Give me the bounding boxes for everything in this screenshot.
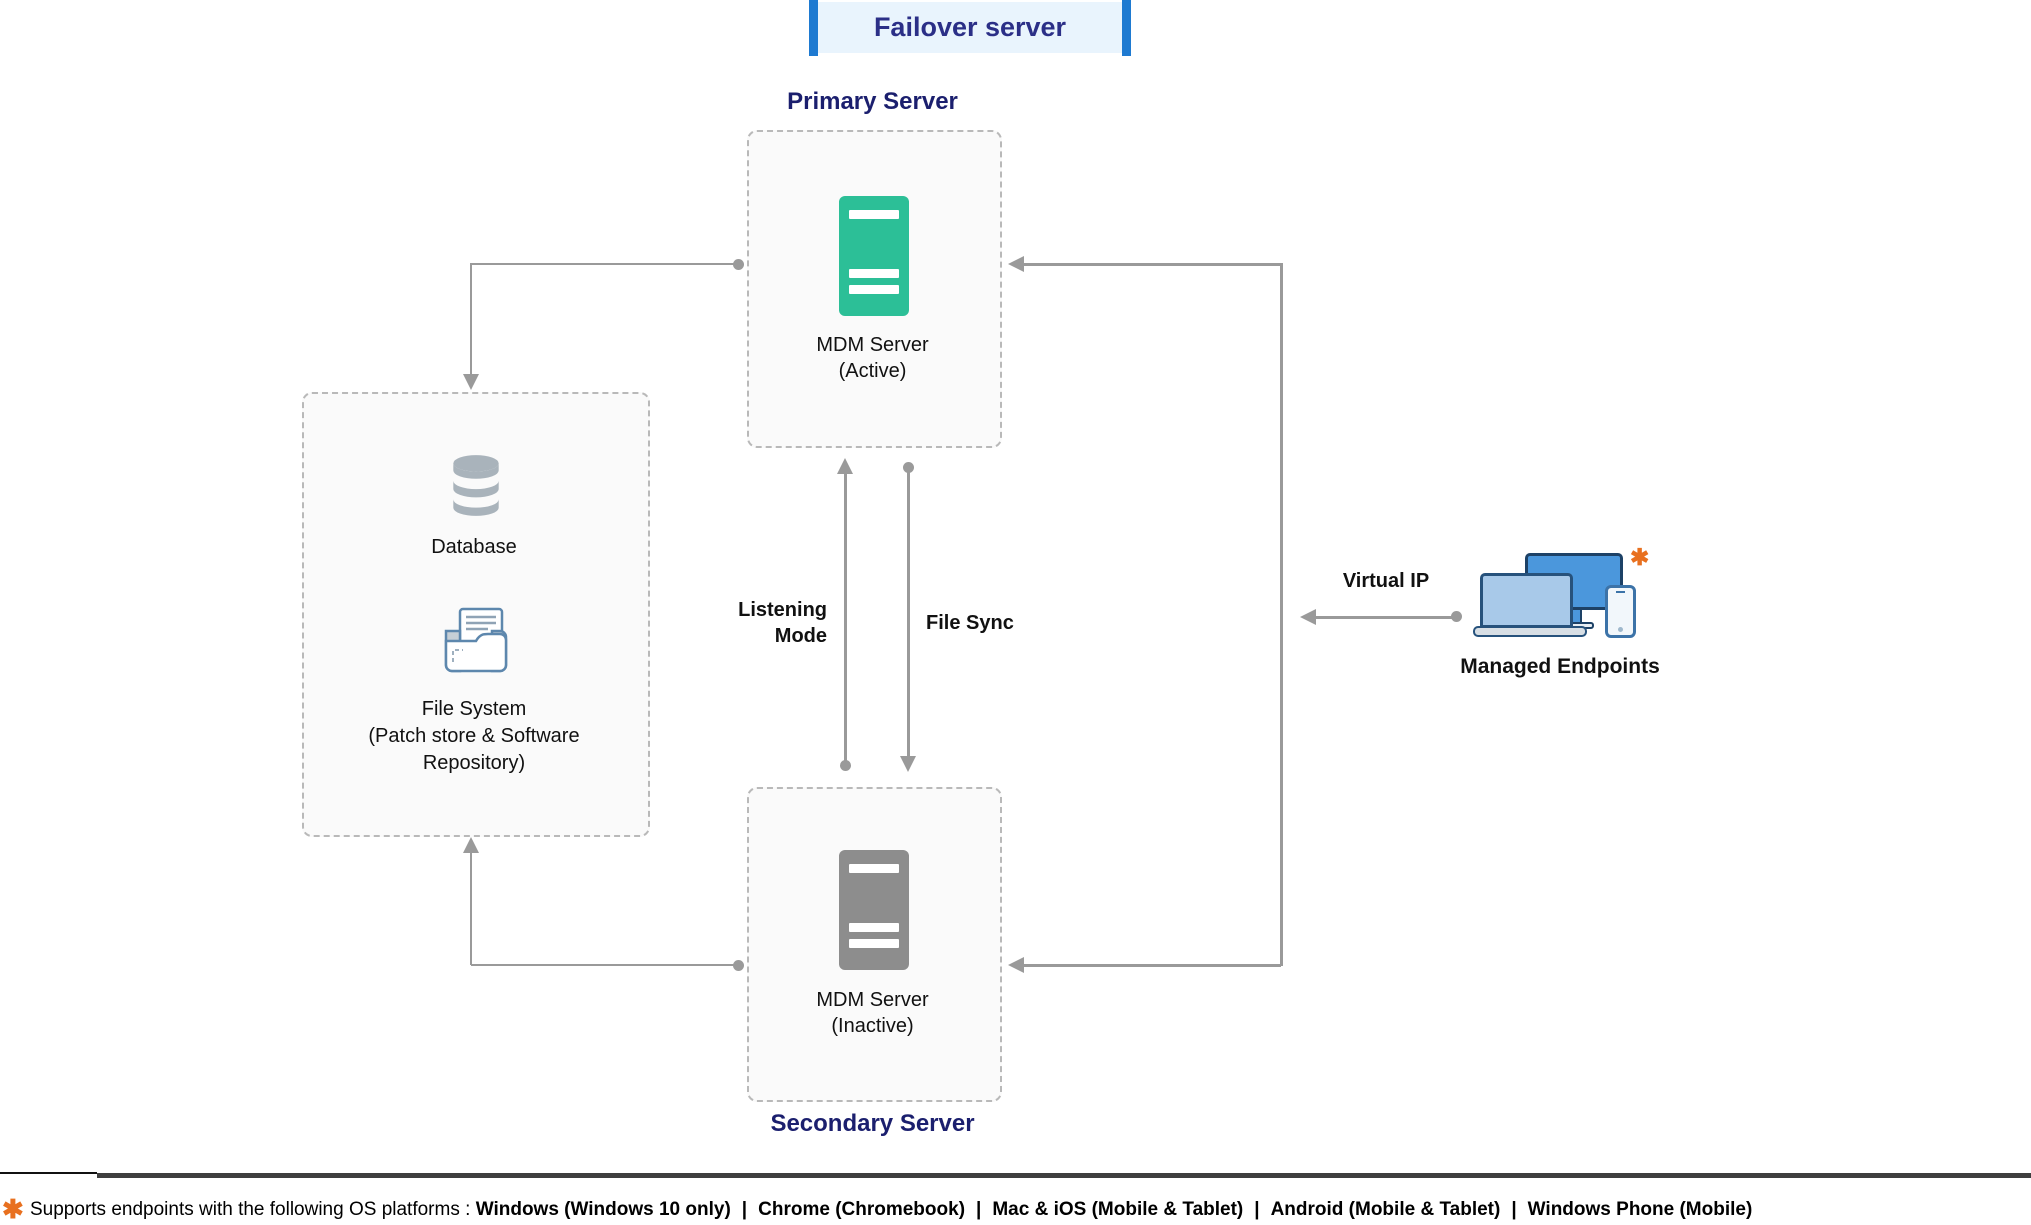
file-sync-line xyxy=(907,472,910,756)
connector-primary-to-storage-v xyxy=(470,263,472,374)
arrowhead-into-storage-bottom xyxy=(463,837,479,853)
database-icon xyxy=(453,455,499,516)
arrowhead-into-storage-top xyxy=(463,374,479,390)
server-icon-active xyxy=(839,196,909,316)
arrowhead-into-primary xyxy=(1008,256,1024,272)
server-slot xyxy=(849,923,899,932)
virtual-ip-label: Virtual IP xyxy=(1342,570,1430,592)
banner-right-bar xyxy=(1122,0,1131,56)
secondary-server-box: MDM Server (Inactive) xyxy=(747,787,1002,1102)
trunk-to-secondary-line xyxy=(1024,964,1281,967)
managed-endpoints-icons: ✱ xyxy=(1470,544,1670,644)
connector-dot xyxy=(733,259,744,270)
footer-platform: Android (Mobile & Tablet) xyxy=(1270,1199,1501,1220)
file-system-line2: (Patch store & Software xyxy=(368,725,580,747)
server-icon-inactive xyxy=(839,850,909,970)
trunk-to-primary-line xyxy=(1024,263,1281,266)
listening-mode-line2: Mode xyxy=(774,625,827,647)
endpoints-trunk-line xyxy=(1280,263,1283,966)
arrowhead-file-sync xyxy=(900,756,916,772)
connector-dot xyxy=(840,760,851,771)
mdm-inactive-line2: (Inactive) xyxy=(831,1015,914,1037)
connector-dot xyxy=(733,960,744,971)
virtual-ip-line xyxy=(1316,616,1452,619)
arrowhead-listening-mode xyxy=(837,458,853,474)
connector-dot xyxy=(1451,611,1462,622)
server-slot xyxy=(849,269,899,278)
mdm-active-line2: (Active) xyxy=(838,360,907,382)
banner-title: Failover server xyxy=(818,2,1122,53)
footer-separator: | xyxy=(741,1199,748,1220)
secondary-server-heading: Secondary Server xyxy=(770,1110,975,1137)
footer-separator: | xyxy=(1254,1199,1260,1220)
server-slot xyxy=(849,864,899,873)
connector-secondary-to-storage-h xyxy=(471,964,737,966)
database-label: Database xyxy=(431,536,517,558)
laptop-base xyxy=(1473,626,1587,637)
footer-prefix: Supports endpoints with the following OS… xyxy=(30,1199,476,1220)
footer-platform: Chrome (Chromebook) xyxy=(758,1199,966,1220)
footer-rule-thin xyxy=(0,1172,97,1174)
footer-rule-thick xyxy=(97,1173,2031,1178)
server-slot xyxy=(849,285,899,294)
connector-primary-to-storage-h xyxy=(471,263,737,265)
mdm-active-label: MDM Server (Active) xyxy=(749,332,996,384)
phone-speaker xyxy=(1616,591,1625,593)
primary-server-box: MDM Server (Active) xyxy=(747,130,1002,448)
phone-icon xyxy=(1605,585,1636,638)
file-system-line3: Repository) xyxy=(422,752,526,774)
server-slot xyxy=(849,939,899,948)
storage-box: Database File System (Patch store & Soft… xyxy=(302,392,650,837)
listening-mode-line xyxy=(844,474,847,765)
server-slot xyxy=(849,210,899,219)
listening-mode-label: Listening Mode xyxy=(627,597,827,649)
footer-platform: Mac & iOS (Mobile & Tablet) xyxy=(992,1199,1244,1220)
arrowhead-into-secondary xyxy=(1008,957,1024,973)
footer-asterisk-icon: ✱ xyxy=(2,1194,24,1224)
arrowhead-virtual-ip xyxy=(1300,609,1316,625)
footer-platform: Windows Phone (Mobile) xyxy=(1527,1199,1753,1220)
file-sync-label: File Sync xyxy=(926,612,1014,634)
file-system-label: File System (Patch store & Software Repo… xyxy=(304,696,644,777)
banner-left-bar xyxy=(809,0,818,56)
mdm-active-line1: MDM Server xyxy=(816,334,929,356)
footer-platform: Windows (Windows 10 only) xyxy=(475,1199,731,1220)
phone-home-button xyxy=(1618,627,1623,632)
footer-separator: | xyxy=(976,1199,982,1220)
managed-endpoints-label: Managed Endpoints xyxy=(1460,655,1660,678)
connector-dot xyxy=(903,462,914,473)
mdm-inactive-label: MDM Server (Inactive) xyxy=(749,987,996,1039)
mdm-inactive-line1: MDM Server xyxy=(816,989,929,1011)
failover-title-banner: Failover server xyxy=(809,0,1131,56)
file-system-icon xyxy=(444,607,508,673)
connector-secondary-to-storage-v xyxy=(470,853,472,965)
endpoints-asterisk-icon: ✱ xyxy=(1630,544,1650,570)
footer-os-support-note: Supports endpoints with the following OS… xyxy=(30,1199,2031,1221)
laptop-icon xyxy=(1480,573,1573,628)
listening-mode-line1: Listening xyxy=(738,599,827,621)
file-system-line1: File System xyxy=(421,698,527,720)
primary-server-heading: Primary Server xyxy=(787,88,958,115)
footer-separator: | xyxy=(1511,1199,1517,1220)
